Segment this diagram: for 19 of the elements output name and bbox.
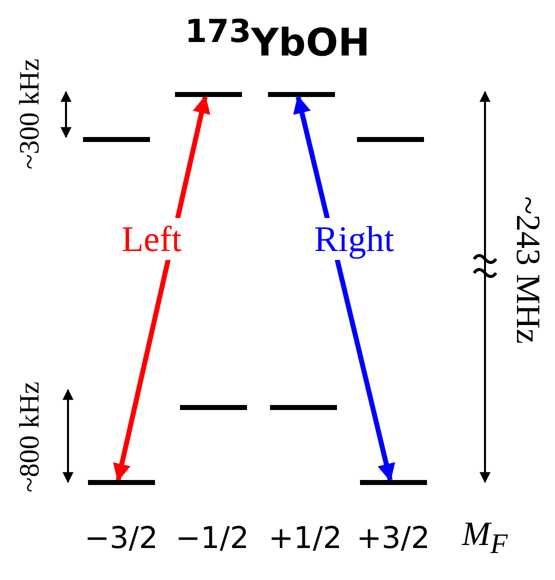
edge-label: Right <box>313 218 396 260</box>
quantum-number-label: −3/2 <box>84 520 158 556</box>
energy-level-bar <box>83 137 150 142</box>
frequency-label: ~300 kHz <box>14 58 46 170</box>
energy-level-bar <box>268 92 335 97</box>
energy-level-bar <box>270 405 337 410</box>
energy-level-bar <box>360 480 427 485</box>
quantum-number-label: −1/2 <box>176 520 249 556</box>
edge-label: Left <box>120 218 183 260</box>
diagram-title: $^{173}$YbOH <box>184 14 371 65</box>
frequency-label: ~800 kHz <box>14 382 46 492</box>
energy-level-bar <box>175 92 242 97</box>
frequency-label: ~243 MHz <box>508 196 546 344</box>
energy-level-bar <box>357 137 424 142</box>
energy-level-bar <box>180 405 247 410</box>
quantum-number-label: +3/2 <box>356 520 430 556</box>
axis-label: M$_{F}$ <box>462 516 508 560</box>
quantum-number-label: +1/2 <box>268 520 342 556</box>
energy-level-bar <box>88 480 155 485</box>
